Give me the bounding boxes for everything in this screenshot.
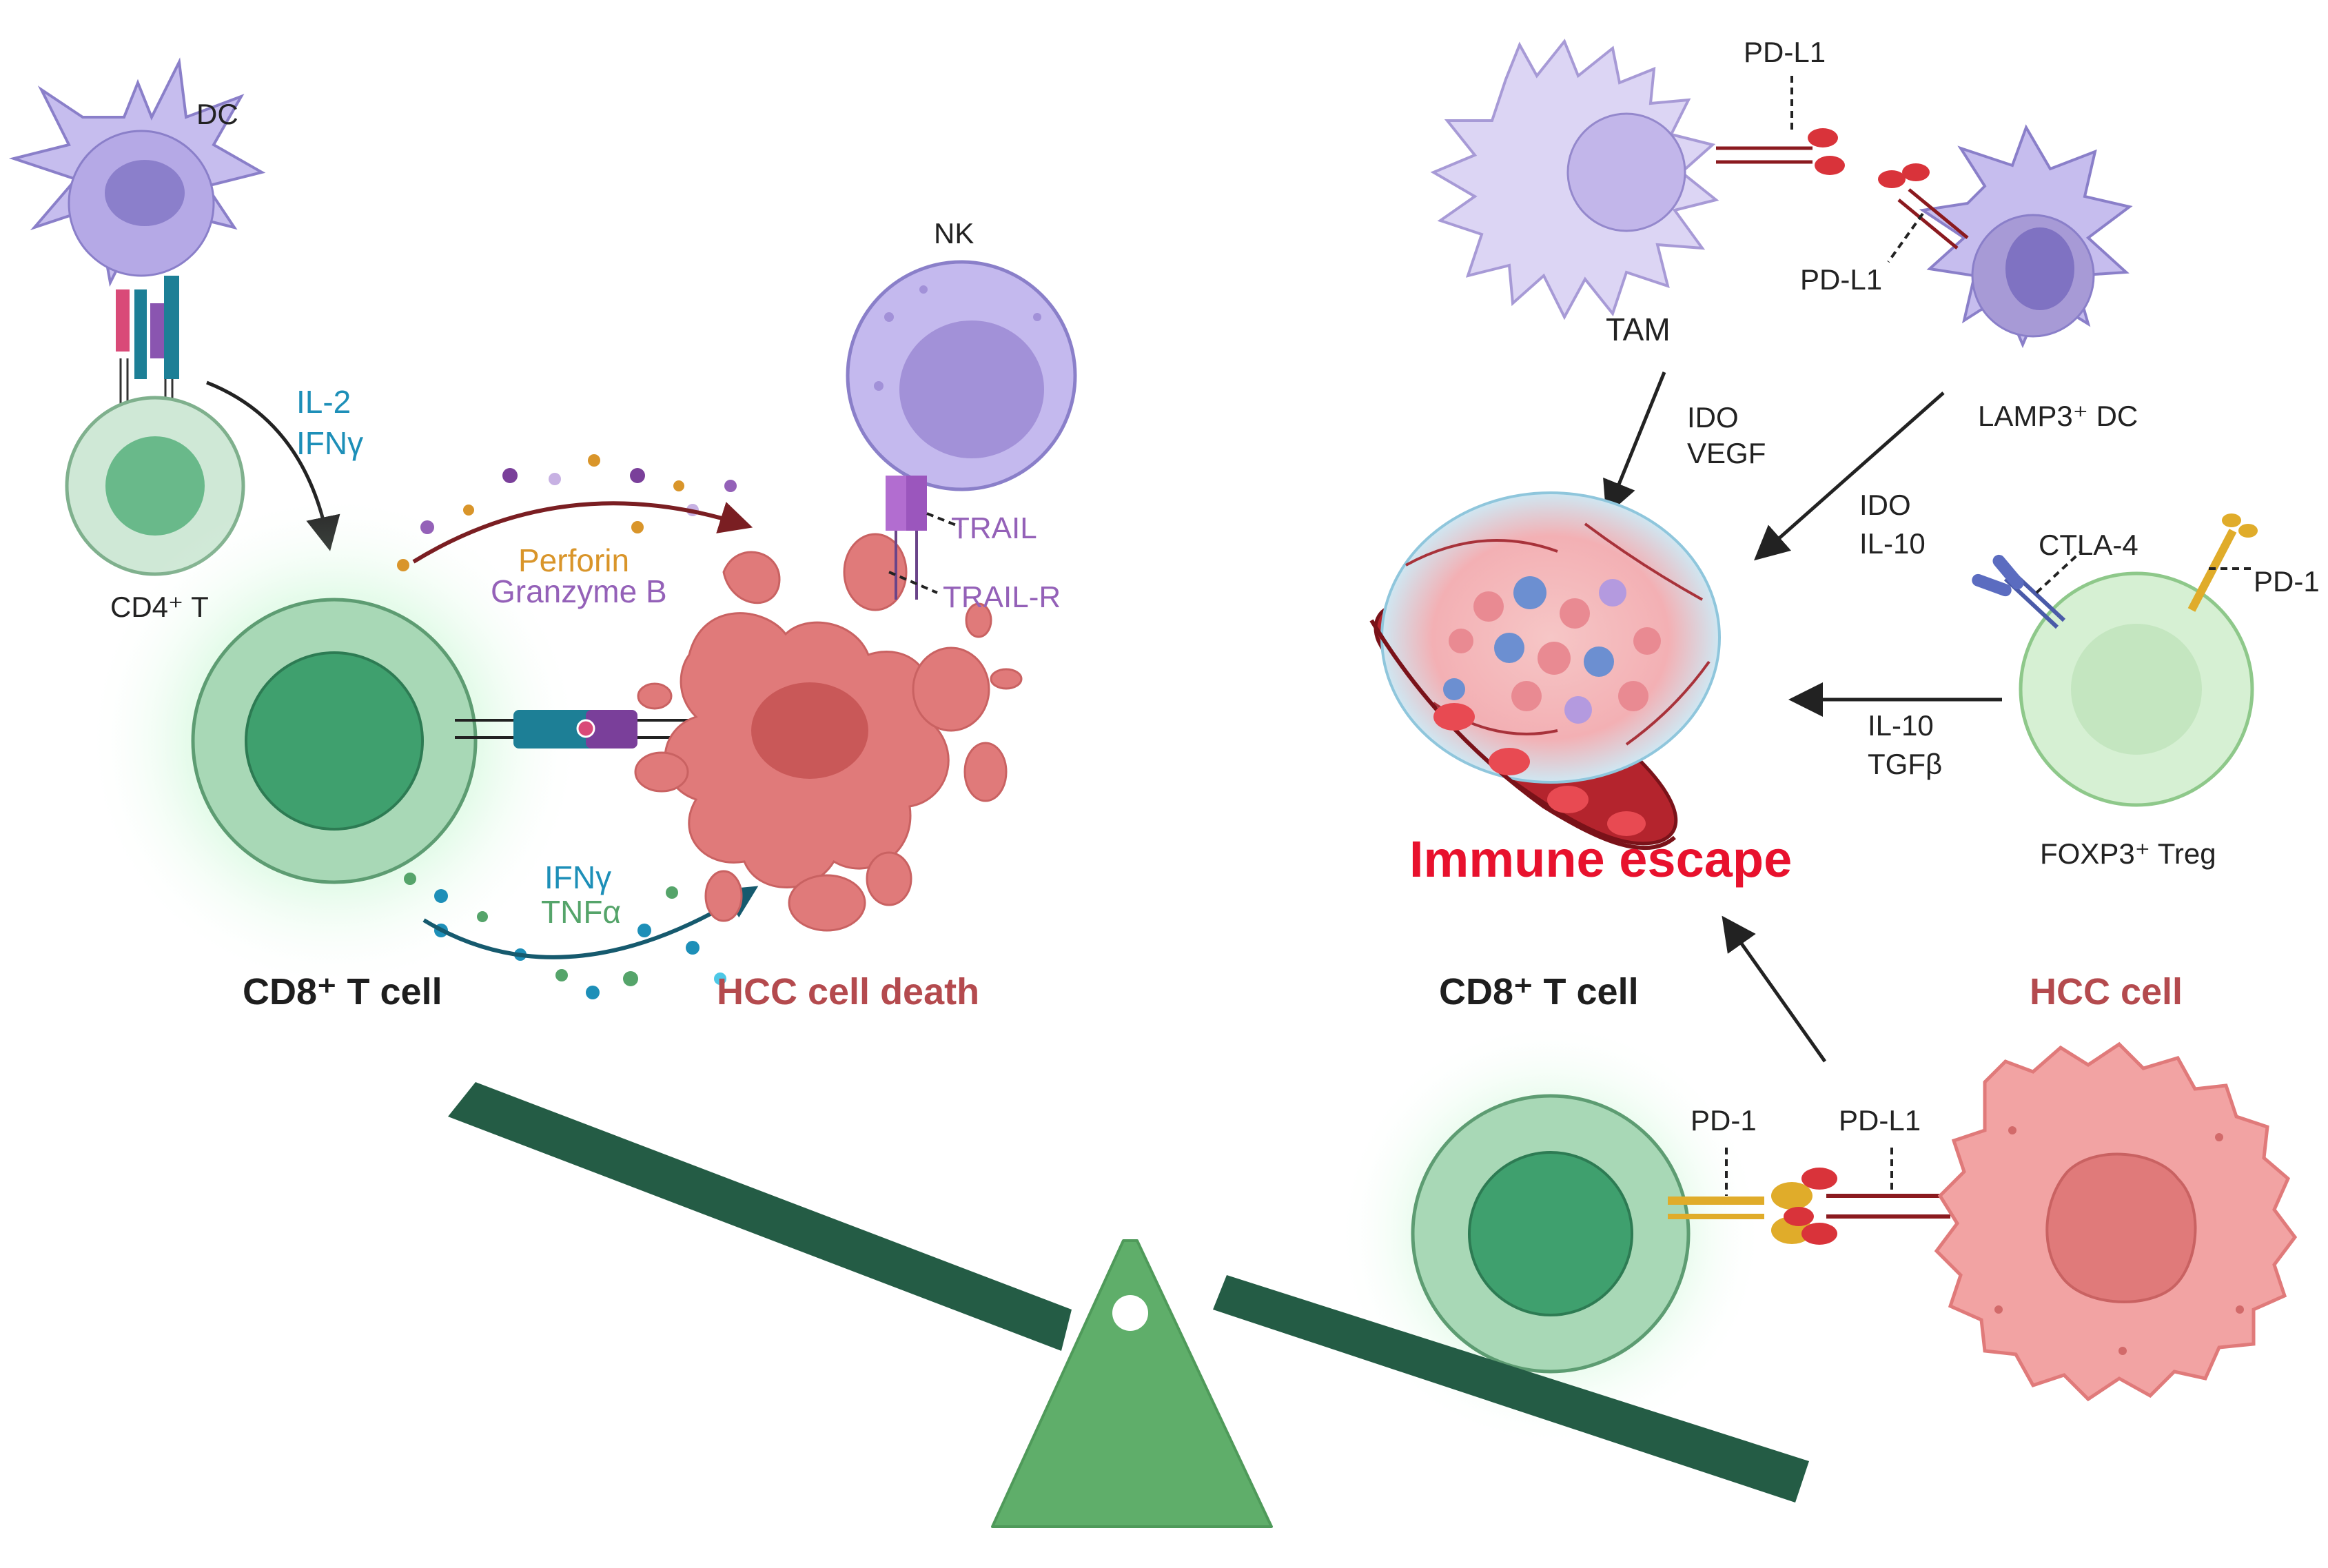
pdl1-on-tam xyxy=(1716,76,1845,175)
pdl1-dc-label: PD-L1 xyxy=(1800,263,1883,296)
pdl1-on-dc xyxy=(1878,163,1969,263)
trail-r-label: TRAIL-R xyxy=(943,580,1061,614)
trail-receptor xyxy=(886,476,962,600)
tam-label: TAM xyxy=(1606,312,1671,347)
hcc-dying-cell xyxy=(634,533,1023,932)
balance-seesaw xyxy=(448,1082,1809,1528)
vegf-label: VEGF xyxy=(1687,437,1766,469)
lamp3-dc-label: LAMP3⁺ DC xyxy=(1978,400,2138,432)
foxp3-treg-label: FOXP3⁺ Treg xyxy=(2040,837,2216,870)
tnfa-label: TNFα xyxy=(541,894,622,930)
immune-escape-label: Immune escape xyxy=(1409,831,1793,888)
nk-label: NK xyxy=(934,217,974,250)
cd8-t-cell-right xyxy=(1337,1020,1764,1447)
treg-cell xyxy=(2019,571,2254,807)
tam-macrophage xyxy=(1430,39,1719,320)
hcc-cell-label: HCC cell xyxy=(2030,971,2183,1012)
granzyme-label: Granzyme B xyxy=(491,573,667,609)
pd1-on-treg xyxy=(2187,513,2258,612)
ido-2-label: IDO xyxy=(1859,489,1911,521)
lamp3-dc xyxy=(1919,124,2133,349)
hcc-tumor-cell xyxy=(1934,1041,2298,1402)
cd8-t-cell-left xyxy=(86,493,582,989)
cytokine-release xyxy=(404,873,759,999)
dc-label: DC xyxy=(196,98,238,130)
trail-label: TRAIL xyxy=(951,511,1037,545)
perforin-label: Perforin xyxy=(518,542,630,578)
pd1-cd8-label: PD-1 xyxy=(1691,1104,1757,1137)
cd8-left-label: CD8⁺ T cell xyxy=(243,971,442,1012)
pdl1-hcc-label: PD-L1 xyxy=(1839,1104,1921,1137)
tgfb-label: TGFβ xyxy=(1868,748,1943,780)
suppression-arrows xyxy=(1603,371,2002,1063)
ido-1-label: IDO xyxy=(1687,401,1739,434)
pd1-pdl1-synapse xyxy=(1668,1148,1950,1245)
il10-1-label: IL-10 xyxy=(1859,527,1926,560)
perforin-granzyme-release xyxy=(397,454,753,571)
il2-label: IL-2 xyxy=(296,384,351,420)
ifng-top-label: IFNγ xyxy=(296,425,364,461)
ctla4-label: CTLA-4 xyxy=(2039,529,2138,561)
tumor-microenvironment xyxy=(1369,491,1721,850)
pdl1-tam-label: PD-L1 xyxy=(1744,36,1826,68)
hcc-death-label: HCC cell death xyxy=(717,971,980,1012)
pd1-treg-label: PD-1 xyxy=(2254,565,2320,598)
cd8-right-label: CD8⁺ T cell xyxy=(1439,971,1639,1012)
ifng-bottom-label: IFNγ xyxy=(544,859,612,895)
ctla4-receptor xyxy=(1972,550,2083,629)
il10-2-label: IL-10 xyxy=(1868,709,1934,742)
cd4-t-label: CD4⁺ T xyxy=(110,591,209,623)
nk-cell xyxy=(846,260,1077,491)
dendritic-cell xyxy=(8,57,266,287)
cd8-hcc-synapse xyxy=(455,710,689,749)
